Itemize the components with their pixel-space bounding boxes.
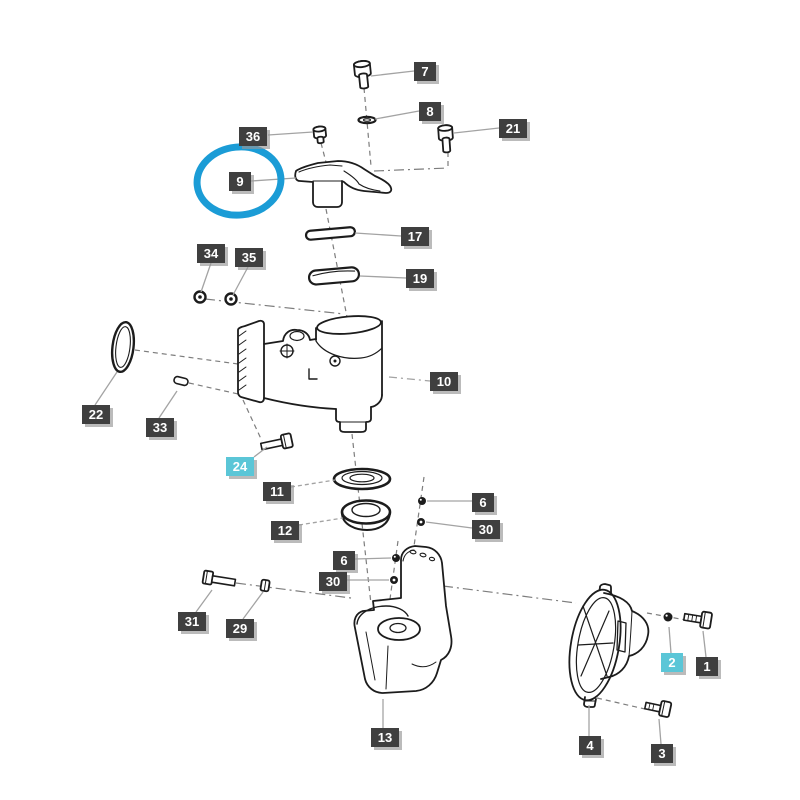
part-6-ball-right [418, 497, 426, 505]
part-label-1[interactable]: 1 [696, 657, 718, 676]
leader-lines [94, 70, 707, 745]
part-label-8[interactable]: 8 [419, 102, 441, 121]
part-9-bracket [294, 160, 393, 208]
part-label-29[interactable]: 29 [226, 619, 254, 638]
part-label-17[interactable]: 17 [401, 227, 429, 246]
part-label-3[interactable]: 3 [651, 744, 673, 763]
part-29-nut [259, 578, 271, 593]
part-3-bolt [643, 700, 673, 718]
part-19-ring [307, 266, 361, 286]
part-30-washer-right [417, 518, 425, 526]
part-31-bolt [201, 569, 237, 587]
part-label-10[interactable]: 10 [430, 372, 458, 391]
part-12-bearing [340, 499, 392, 531]
part-36-bolt [312, 125, 327, 145]
part-17-ring [304, 226, 356, 241]
part-label-9[interactable]: 9 [229, 172, 251, 191]
part-label-7[interactable]: 7 [414, 62, 436, 81]
part-label-2-highlighted[interactable]: 2 [661, 653, 683, 672]
part-35-nut [224, 292, 238, 306]
part-22-oring [110, 320, 136, 374]
part-label-35[interactable]: 35 [235, 248, 263, 267]
part-4-cover [568, 583, 650, 708]
part-2-ball [663, 612, 673, 622]
part-label-30-left[interactable]: 30 [319, 572, 347, 591]
part-7-bolt [352, 60, 372, 90]
part-label-13[interactable]: 13 [371, 728, 399, 747]
part-label-31[interactable]: 31 [178, 612, 206, 631]
part-label-4[interactable]: 4 [579, 736, 601, 755]
part-label-6-right[interactable]: 6 [472, 493, 494, 512]
part-label-19[interactable]: 19 [406, 269, 434, 288]
part-11-seal [332, 467, 392, 491]
part-label-22[interactable]: 22 [82, 405, 110, 424]
part-label-21[interactable]: 21 [499, 119, 527, 138]
part-label-36[interactable]: 36 [239, 127, 267, 146]
part-21-bolt [437, 124, 454, 154]
part-34-nut [193, 290, 207, 304]
part-label-34[interactable]: 34 [197, 244, 225, 263]
part-label-12[interactable]: 12 [271, 521, 299, 540]
part-6-ball-left [392, 554, 400, 562]
part-8-washer [357, 115, 377, 125]
part-33-pin [173, 375, 189, 387]
part-1-bolt [682, 610, 713, 630]
part-13-knuckle [353, 545, 453, 694]
part-label-24-highlighted[interactable]: 24 [226, 457, 254, 476]
highlight-ellipse [193, 143, 285, 219]
part-label-30-right[interactable]: 30 [472, 520, 500, 539]
part-label-11[interactable]: 11 [263, 482, 291, 501]
part-label-33[interactable]: 33 [146, 418, 174, 437]
part-10-housing [237, 315, 383, 433]
part-label-6-left[interactable]: 6 [333, 551, 355, 570]
part-30-washer-left [390, 576, 398, 584]
